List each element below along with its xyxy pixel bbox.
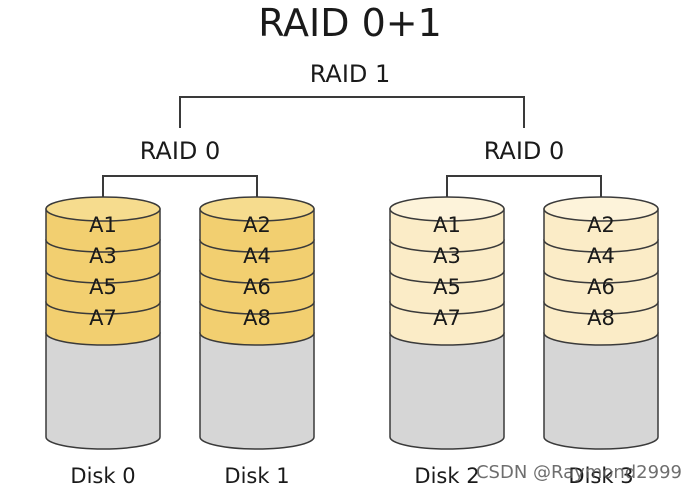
disk-label: Disk 2 bbox=[414, 464, 479, 488]
block-label: A3 bbox=[433, 244, 461, 268]
disk-top bbox=[199, 196, 315, 222]
block-label: A6 bbox=[587, 275, 615, 299]
raid0-label-left: RAID 0 bbox=[140, 137, 221, 165]
block-label: A6 bbox=[243, 275, 271, 299]
disk-top bbox=[45, 196, 161, 222]
disk-label: Disk 0 bbox=[70, 464, 135, 488]
block-label: A7 bbox=[433, 306, 461, 330]
block-label: A3 bbox=[89, 244, 117, 268]
block-label: A8 bbox=[587, 306, 615, 330]
disk-empty-space bbox=[199, 332, 315, 450]
raid0-connector-left bbox=[102, 175, 258, 200]
block-label: A1 bbox=[433, 213, 461, 237]
disk-label: Disk 1 bbox=[224, 464, 289, 488]
diagram-title: RAID 0+1 bbox=[258, 1, 442, 45]
block-label: A4 bbox=[243, 244, 271, 268]
disk-empty-space bbox=[389, 332, 505, 450]
disk-top bbox=[389, 196, 505, 222]
block-label: A2 bbox=[587, 213, 615, 237]
block-label: A2 bbox=[243, 213, 271, 237]
disk-empty-space bbox=[45, 332, 161, 450]
watermark: CSDN @Raymond2999 bbox=[475, 462, 682, 483]
block-label: A4 bbox=[587, 244, 615, 268]
raid1-label: RAID 1 bbox=[310, 60, 391, 88]
block-label: A1 bbox=[89, 213, 117, 237]
raid1-connector bbox=[179, 96, 525, 128]
block-label: A5 bbox=[89, 275, 117, 299]
disk-label: Disk 3 bbox=[568, 464, 633, 488]
raid0-connector-right bbox=[446, 175, 602, 200]
block-label: A8 bbox=[243, 306, 271, 330]
disk-top bbox=[543, 196, 659, 222]
raid0-label-right: RAID 0 bbox=[484, 137, 565, 165]
disk-empty-space bbox=[543, 332, 659, 450]
block-label: A5 bbox=[433, 275, 461, 299]
block-label: A7 bbox=[89, 306, 117, 330]
